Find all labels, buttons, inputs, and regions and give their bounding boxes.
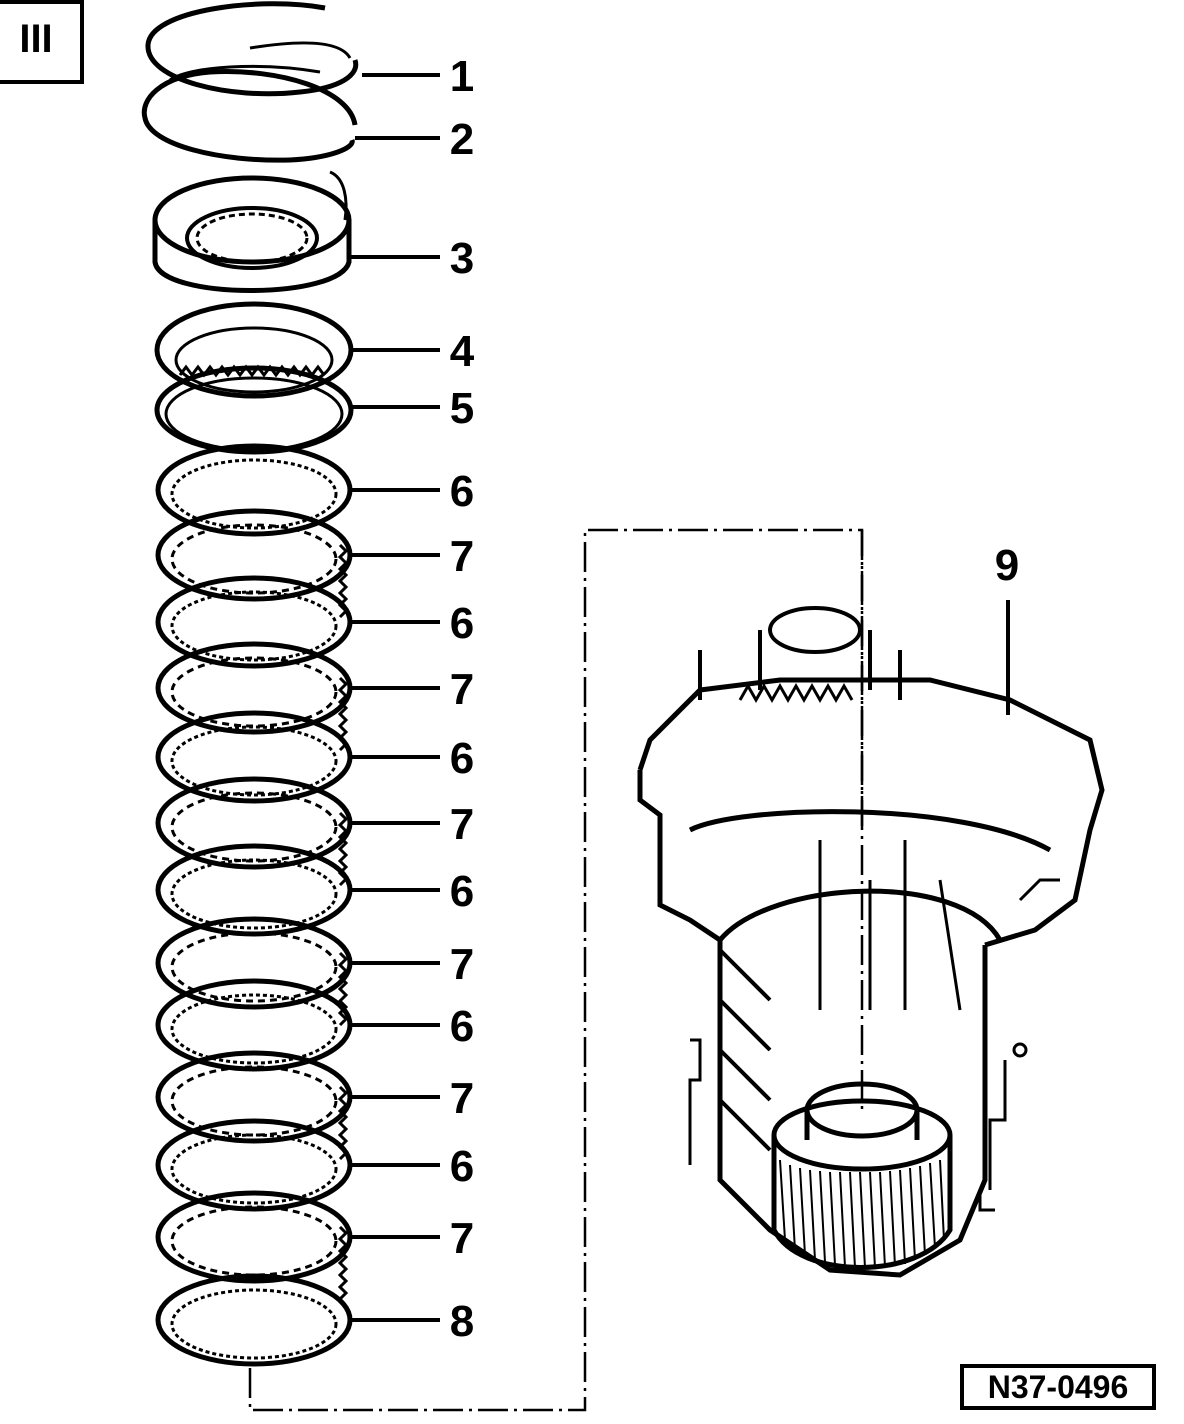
leader-lines (349, 73, 440, 1322)
part-snap-ring-1 (145, 1, 359, 97)
callout-6-label: 6 (450, 599, 474, 648)
part-outer-plate-6 (155, 710, 353, 804)
callout-7-label: 7 (450, 940, 474, 989)
part-wave-ring-5 (154, 365, 354, 455)
callout-7-label: 7 (450, 800, 474, 849)
callout-4-label: 4 (450, 327, 475, 376)
part-outer-plate-6 (155, 978, 353, 1072)
callout-5-label: 5 (450, 384, 474, 433)
figure-reference: N37-0496 (960, 1364, 1156, 1410)
callout-2-label: 2 (450, 115, 474, 164)
callout-6-label: 6 (450, 867, 474, 916)
callout-6-label: 6 (450, 1002, 474, 1051)
callout-7-label: 7 (450, 1074, 474, 1123)
callout-7-label: 7 (450, 532, 474, 581)
callout-6-label: 6 (450, 1142, 474, 1191)
callout-6-label: 6 (450, 467, 474, 516)
callout-7-label: 7 (450, 1214, 474, 1263)
part-clutch-housing-9 (637, 606, 1105, 1278)
callout-9-label: 9 (995, 541, 1019, 590)
section-tab: III (0, 0, 84, 84)
callout-7-label: 7 (450, 665, 474, 714)
part-outer-plate-6 (155, 1118, 353, 1212)
clutch-plate-stack (155, 443, 353, 1367)
part-inner-plate-7 (155, 1190, 353, 1301)
part-end-plate-8 (155, 1273, 353, 1367)
callout-8-label: 8 (450, 1297, 474, 1346)
callout-1-label: 1 (450, 52, 474, 101)
callout-9: 9 (995, 541, 1019, 715)
part-outer-plate-6 (155, 843, 353, 937)
callout-6-label: 6 (450, 734, 474, 783)
part-retaining-ring-2 (141, 64, 358, 163)
figure-reference-label: N37-0496 (988, 1369, 1129, 1405)
section-tab-label: III (19, 17, 52, 61)
part-inner-plate-7 (155, 916, 353, 1027)
part-spring-plate-3 (152, 170, 352, 293)
callout-3-label: 3 (450, 234, 474, 283)
part-outer-plate-6 (155, 575, 353, 669)
part-outer-plate-6 (155, 443, 353, 537)
callouts: 1 2 3 4 5 6 7 6 7 6 7 6 7 6 7 6 7 8 (450, 52, 475, 1346)
